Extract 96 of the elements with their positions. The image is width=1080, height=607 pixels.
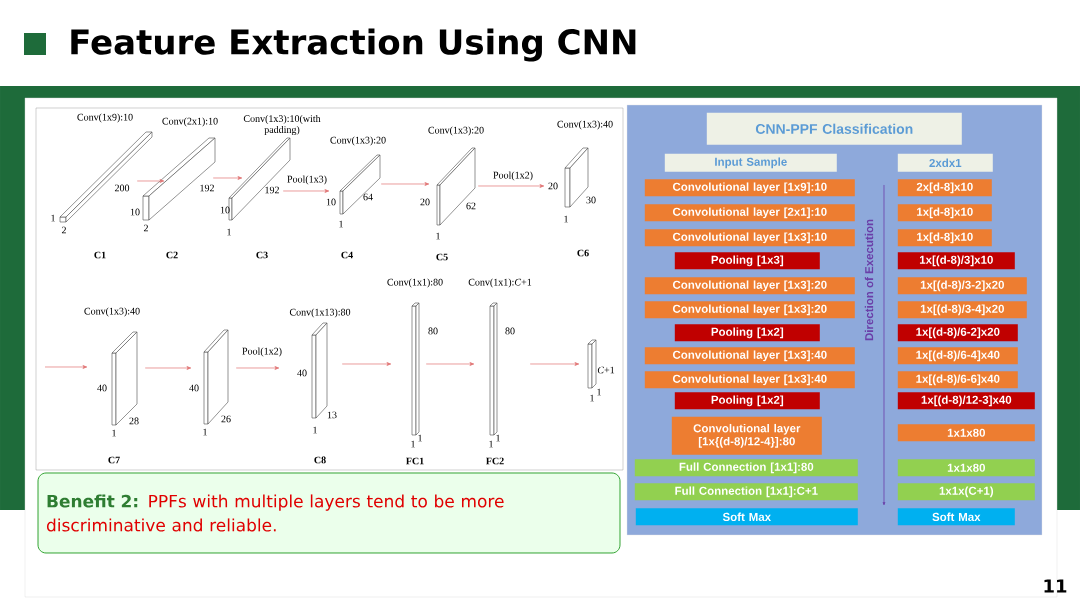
arrow xyxy=(235,366,280,370)
layer-name: C6 xyxy=(577,249,589,257)
dimension-label: 2 xyxy=(61,226,66,234)
dimension-label: 10 xyxy=(326,198,336,206)
direction-label: Direction of Execution xyxy=(864,219,874,341)
layer-label: Conv(1x1):80 xyxy=(387,278,443,288)
layer-label: Conv(1x9):10 xyxy=(77,113,133,123)
connection-bar: 1x1x(C+1) xyxy=(897,483,1035,501)
layer-label: Conv(1x3):20 xyxy=(330,136,386,146)
dimension-label: 20 xyxy=(420,198,430,206)
layer-label: Conv(1x3):40 xyxy=(84,307,140,317)
layer-bar: 1x[(d-8)/6-4]x40 xyxy=(897,347,1018,365)
layer-bar: Convolutional layer [1x3]:20 xyxy=(644,277,855,295)
softmax-bar: Soft Max xyxy=(897,508,1015,526)
layer-bar: Convolutional layer [2x1]:10 xyxy=(644,204,855,222)
arrow xyxy=(341,362,392,366)
edge-label: Pool(1x3) xyxy=(286,174,328,186)
dimension-label: 40 xyxy=(297,369,307,377)
layer-name: C1 xyxy=(94,251,106,259)
layer-name: C7 xyxy=(108,456,120,464)
layer-bar: 1x[d-8]x10 xyxy=(897,229,992,247)
layer-name: C5 xyxy=(436,253,448,261)
dimension-label: 1 xyxy=(339,220,343,228)
pooling-bar: 1x[(d-8)/6-2]x20 xyxy=(897,324,1018,342)
layer-label: Conv(1x13):80 xyxy=(289,308,351,318)
layer-bar: 1x1x80 xyxy=(897,424,1035,442)
dimension-label: 10 xyxy=(220,206,230,214)
dimension-label: 40 xyxy=(189,384,199,392)
page-number: 11 xyxy=(1044,579,1067,593)
edge-label: Pool(1x2) xyxy=(241,346,283,358)
arrow xyxy=(477,184,545,188)
pooling-bar: 1x[(d-8)/12-3]x40 xyxy=(897,392,1035,410)
dimension-label: 1 xyxy=(590,394,594,402)
arrow xyxy=(144,366,192,370)
dimension-label: 80 xyxy=(505,327,515,335)
dimension-label: 13 xyxy=(327,411,337,419)
dimension-label: 1 xyxy=(418,434,422,442)
arrow xyxy=(425,362,475,366)
arrow xyxy=(282,189,330,193)
layer-bar: Convolutional layer [1x{(d-8)/12-4}]:80 xyxy=(671,416,822,455)
dimension-label: 20 xyxy=(548,182,558,190)
connection-bar: 1x1x80 xyxy=(897,459,1035,477)
arrow xyxy=(380,182,430,186)
connection-bar: Full Connection [1x1]:80 xyxy=(634,459,858,477)
layer-bar: Convolutional layer [1x9]:10 xyxy=(644,179,855,197)
layer-bar: 1x[(d-8)/3-4]x20 xyxy=(897,301,1027,319)
dimension-label: 1 xyxy=(597,388,601,396)
dimension-label: 62 xyxy=(466,202,476,210)
layer-name: C2 xyxy=(166,251,178,259)
pooling-bar: Pooling [1x2] xyxy=(674,392,820,410)
pooling-bar: 1x[(d-8)/3]x10 xyxy=(897,252,1015,270)
dimension-label: 1 xyxy=(313,426,317,434)
softmax-bar: Soft Max xyxy=(635,508,858,526)
dimension-label: 1 xyxy=(436,232,440,240)
layer-name: C4 xyxy=(341,251,353,259)
layer-bar: 2x[d-8]x10 xyxy=(897,179,992,197)
layer-bar: Convolutional layer [1x3]:10 xyxy=(644,229,855,247)
dimension-label: 80 xyxy=(428,327,438,335)
layer-label: Conv(1x3):40 xyxy=(557,120,613,130)
layer-bar: Convolutional layer [1x3]:20 xyxy=(644,301,855,319)
layer-name: C8 xyxy=(314,456,326,464)
dimension-label: 1 xyxy=(227,228,231,236)
layer-bar: Convolutional layer [1x3]:40 xyxy=(644,347,855,365)
dimension-label: 1 xyxy=(51,214,55,222)
dimension-label: 1 xyxy=(411,440,415,448)
title: Feature Extraction Using CNN xyxy=(71,28,636,62)
layer-bar: 1x[d-8]x10 xyxy=(897,204,992,222)
layer-label: Conv(1x3):10(with padding) xyxy=(243,114,321,136)
arrow xyxy=(44,365,88,369)
arrow xyxy=(529,362,580,366)
dimension-label: 192 xyxy=(265,186,279,194)
layer-name: FC2 xyxy=(486,457,504,465)
layer-name: C3 xyxy=(256,251,268,259)
arrow xyxy=(212,176,243,180)
dimension-label: 1 xyxy=(564,215,568,223)
dimension-label: 40 xyxy=(97,384,107,392)
dimension-label: 1 xyxy=(496,434,500,442)
layer-label: Conv(1x3):20 xyxy=(428,126,484,136)
dimension-label: 2 xyxy=(143,224,148,232)
layer-bar: 1x[(d-8)/6-6]x40 xyxy=(897,371,1018,389)
layer-bar: 1x[(d-8)/3-2]x20 xyxy=(897,277,1027,295)
note-box: Benefit 2: PPFs with multiple layers tend to be more discriminative and reliable. xyxy=(37,472,621,554)
pooling-bar: Pooling [1x3] xyxy=(674,252,820,270)
connection-bar: Full Connection [1x1]:C+1 xyxy=(634,483,858,501)
edge-label: Pool(1x2) xyxy=(492,170,534,182)
layer-label: Conv(1x1):C+1 xyxy=(468,278,532,288)
dimension-label: 1 xyxy=(112,429,116,437)
dimension-label: 1 xyxy=(489,440,493,448)
dimension-label: C+1 xyxy=(597,366,615,374)
dimension-label: 64 xyxy=(363,193,373,201)
panel-heading: CNN-PPF Classification xyxy=(706,112,962,145)
layer-bar: Convolutional layer [1x3]:40 xyxy=(644,371,855,389)
pooling-bar: Pooling [1x2] xyxy=(674,324,820,342)
layer-name: FC1 xyxy=(406,457,424,465)
dimension-label: 1 xyxy=(203,428,207,436)
layer-label: Conv(2x1):10 xyxy=(162,117,218,127)
